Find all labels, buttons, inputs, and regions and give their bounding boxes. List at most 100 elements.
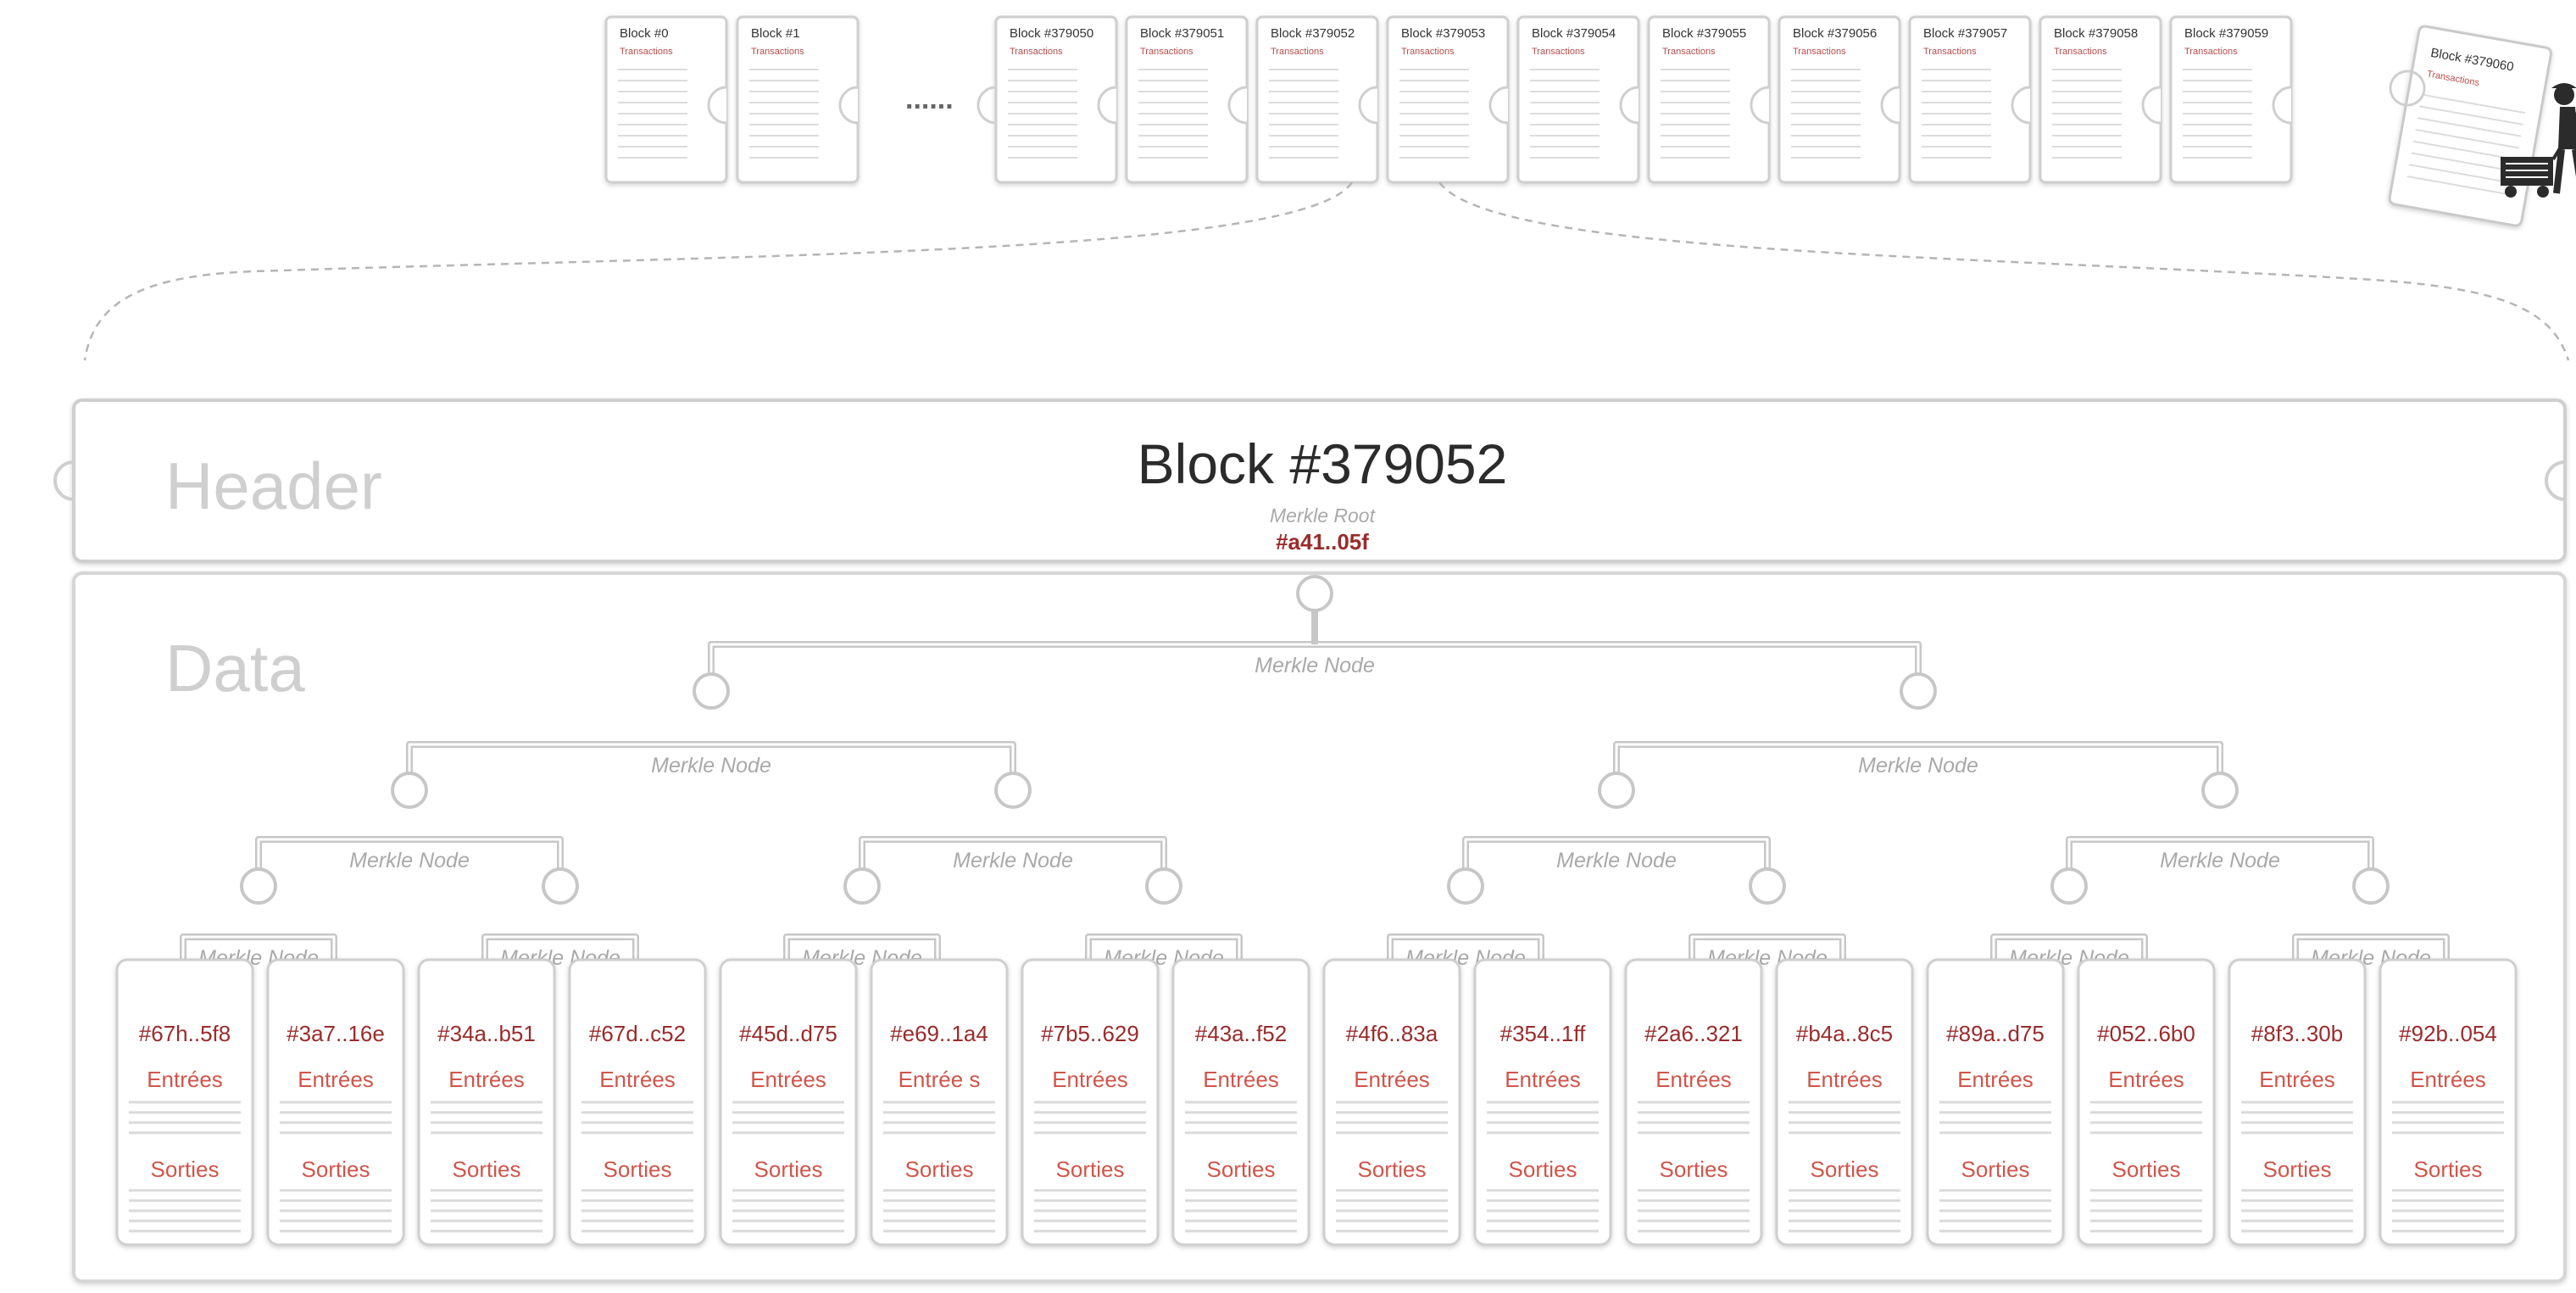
- chain-block-label: Block #0: [620, 26, 669, 41]
- zoom-line-left: [85, 182, 1352, 360]
- transaction-hash: #92b..054: [2399, 1021, 2497, 1046]
- transaction-hash: #89a..d75: [1946, 1021, 2045, 1046]
- transaction-card: #7b5..629EntréesSorties: [1022, 960, 1158, 1245]
- zoom-line-right: [1439, 182, 2568, 360]
- transaction-card: #34a..b51EntréesSorties: [419, 960, 554, 1245]
- merkle-connector-knob: [694, 674, 728, 708]
- chain-block-label: Block #379054: [1532, 26, 1616, 41]
- chain-block-tx-label: Transactions: [1793, 47, 1846, 57]
- chain-block: Block #379057Transactions: [1910, 17, 2030, 182]
- merkle-connector-knob: [2203, 773, 2237, 807]
- transaction-card: #3a7..16eEntréesSorties: [268, 960, 403, 1245]
- transaction-hash: #354..1ff: [1500, 1021, 1587, 1046]
- merkle-node-label: Merkle Node: [349, 849, 470, 872]
- inputs-label: Entrées: [2108, 1067, 2184, 1092]
- chain-ellipsis: ......: [905, 83, 954, 115]
- outputs-label: Sorties: [1358, 1156, 1427, 1182]
- merkle-connector-knob: [1449, 869, 1483, 903]
- chain-block: Block #379052Transactions: [1257, 17, 1377, 182]
- transaction-hash: #8f3..30b: [2251, 1021, 2343, 1046]
- transaction-hash: #b4a..8c5: [1796, 1021, 1893, 1046]
- transaction-hash: #45d..d75: [739, 1021, 837, 1046]
- chain-block-tx-label: Transactions: [1662, 47, 1716, 57]
- chain-block-tx-label: Transactions: [620, 47, 673, 57]
- block-chain-strip: Block #0 Transactions Block #1 Transactions…: [606, 17, 2576, 226]
- merkle-connector-knob: [1600, 773, 1633, 807]
- merkle-connector-knob: [996, 773, 1030, 807]
- early-blocks: Block #0 Transactions Block #1 Transactions: [606, 17, 858, 182]
- transaction-card: #e69..1a4Entrée sSorties: [871, 960, 1007, 1245]
- chain-block-tx-label: Transactions: [1532, 47, 1585, 57]
- inputs-label: Entrées: [1354, 1067, 1430, 1092]
- chain-block-label: Block #379055: [1662, 26, 1746, 41]
- merkle-node-label: Merkle Node: [651, 754, 771, 777]
- outputs-label: Sorties: [453, 1156, 521, 1182]
- merkle-connector-knob: [242, 869, 275, 903]
- outputs-label: Sorties: [2263, 1156, 2332, 1182]
- outputs-label: Sorties: [905, 1156, 974, 1182]
- inputs-label: Entrées: [448, 1067, 525, 1092]
- data-label: Data: [165, 631, 305, 705]
- inputs-label: Entrées: [1655, 1067, 1732, 1092]
- inputs-label: Entrées: [1957, 1067, 2034, 1092]
- outputs-label: Sorties: [754, 1156, 823, 1182]
- chain-block: Block #1 Transactions: [737, 17, 858, 182]
- inputs-label: Entrées: [2259, 1067, 2335, 1092]
- chain-block-label: Block #379056: [1793, 26, 1877, 41]
- inputs-label: Entrées: [298, 1067, 374, 1092]
- outputs-label: Sorties: [1207, 1156, 1276, 1182]
- chain-block-tx-label: Transactions: [2054, 47, 2107, 57]
- merkle-connector-knob: [392, 773, 426, 807]
- merkle-connector-knob: [1147, 869, 1181, 903]
- merkle-root-hash: #a41..05f: [1276, 529, 1369, 555]
- chain-block-tx-label: Transactions: [751, 47, 804, 57]
- merkle-node-label: Merkle Node: [953, 849, 1073, 872]
- mined-block: Block #379060 Transactions: [2389, 25, 2552, 226]
- inputs-label: Entrée s: [899, 1067, 981, 1092]
- chain-block-label: Block #379059: [2184, 26, 2268, 41]
- chain-block-label: Block #379053: [1401, 26, 1485, 41]
- chain-block-tx-label: Transactions: [1140, 47, 1193, 57]
- header-left-connector: [55, 462, 74, 499]
- header-label: Header: [165, 449, 382, 523]
- transaction-hash: #34a..b51: [437, 1021, 536, 1046]
- block-detail: Header Block #379052 Merkle Root #a41..0…: [55, 400, 2565, 1281]
- chain-block-tx-label: Transactions: [1010, 47, 1063, 57]
- inputs-label: Entrées: [750, 1067, 826, 1092]
- inputs-label: Entrées: [1806, 1067, 1883, 1092]
- chain-block-label: Block #379051: [1140, 26, 1224, 41]
- chain-block-label: Block #379050: [1010, 26, 1093, 41]
- transaction-card: #43a..f52EntréesSorties: [1173, 960, 1309, 1245]
- outputs-label: Sorties: [151, 1156, 220, 1182]
- chain-block-label: Block #1: [751, 26, 800, 41]
- block-title: Block #379052: [1138, 432, 1508, 495]
- merkle-node-label: Merkle Node: [1556, 849, 1677, 872]
- merkle-connector-knob: [543, 869, 577, 903]
- chain-block: Block #0 Transactions: [606, 17, 726, 182]
- chain-block-label: Block #379052: [1271, 26, 1355, 41]
- transaction-hash: #67h..5f8: [139, 1021, 231, 1046]
- transaction-hash: #7b5..629: [1041, 1021, 1139, 1046]
- inputs-label: Entrées: [1052, 1067, 1128, 1092]
- merkle-connector-knob: [1750, 869, 1784, 903]
- outputs-label: Sorties: [604, 1156, 672, 1182]
- chain-block: Block #379053Transactions: [1388, 17, 1508, 182]
- transaction-card: #67d..c52EntréesSorties: [570, 960, 705, 1245]
- transaction-hash: #67d..c52: [589, 1021, 686, 1046]
- merkle-node-label: Merkle Node: [2160, 849, 2280, 872]
- outputs-label: Sorties: [1811, 1156, 1879, 1182]
- inputs-label: Entrées: [1203, 1067, 1279, 1092]
- inputs-label: Entrées: [2410, 1067, 2486, 1092]
- chain-block-label: Block #379058: [2054, 26, 2138, 41]
- transaction-card: #b4a..8c5EntréesSorties: [1777, 960, 1912, 1245]
- chain-block-label: Block #379057: [1923, 26, 2007, 41]
- transaction-hash: #3a7..16e: [287, 1021, 385, 1046]
- outputs-label: Sorties: [2112, 1156, 2181, 1182]
- merkle-connector-knob: [2052, 869, 2086, 903]
- inputs-label: Entrées: [147, 1067, 223, 1092]
